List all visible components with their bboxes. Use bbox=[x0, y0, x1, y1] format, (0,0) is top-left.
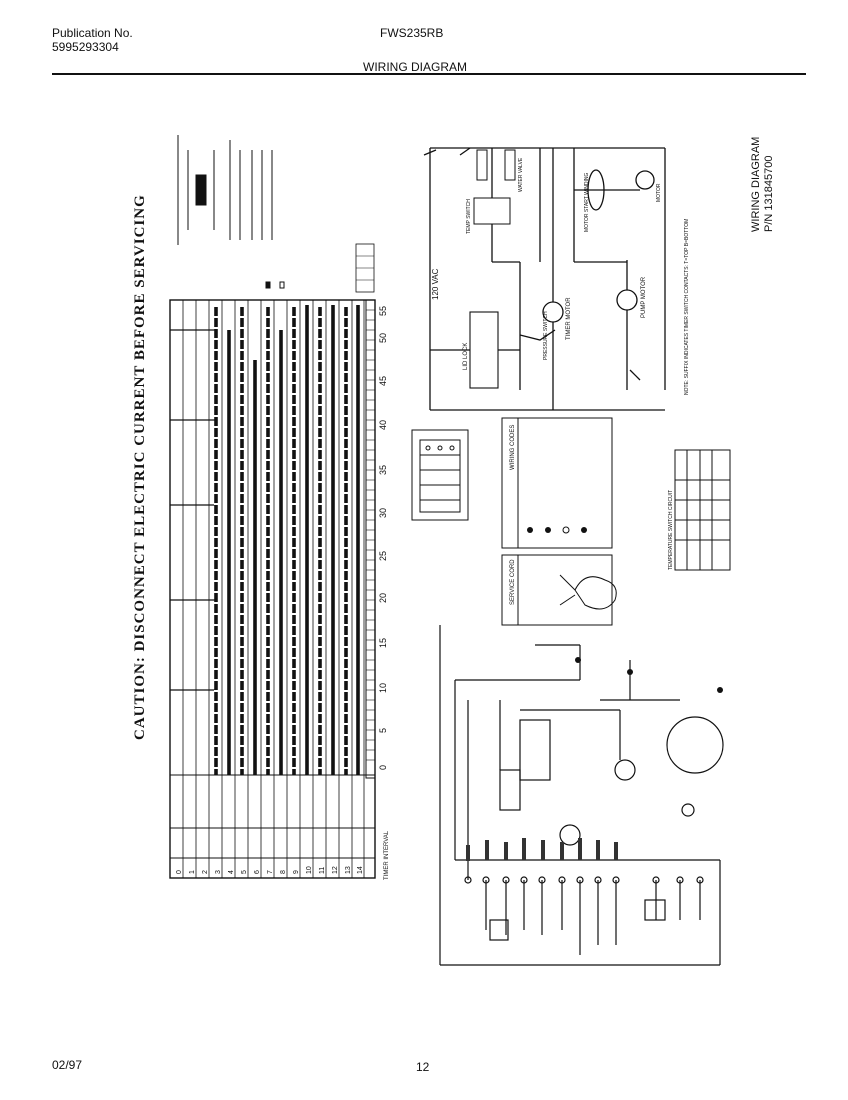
timer-chart bbox=[169, 299, 376, 879]
lid-lock-label: LID LOCK bbox=[463, 343, 469, 370]
timer-scale bbox=[365, 299, 376, 779]
row-num: 2 bbox=[202, 870, 209, 874]
timer-scale-numbers: 0 5 10 15 20 25 30 35 40 45 50 55 bbox=[378, 306, 388, 770]
connector-box bbox=[411, 429, 469, 521]
header-rule bbox=[52, 73, 806, 75]
row-num: 6 bbox=[254, 870, 261, 874]
timer-legend bbox=[265, 243, 375, 293]
temperature-table bbox=[674, 449, 731, 571]
scale-num: 15 bbox=[378, 638, 388, 648]
scale-num: 45 bbox=[378, 376, 388, 386]
scale-num: 10 bbox=[378, 683, 388, 693]
page-number: 12 bbox=[416, 1060, 430, 1074]
row-num: 10 bbox=[306, 866, 313, 874]
scale-num: 0 bbox=[378, 765, 388, 770]
row-num: 11 bbox=[319, 867, 326, 874]
row-num: 13 bbox=[345, 866, 352, 874]
service-cord-box bbox=[501, 554, 617, 626]
publication-label: Publication No. bbox=[52, 26, 133, 40]
scale-num: 55 bbox=[378, 306, 388, 316]
ladder-schematic bbox=[423, 147, 666, 411]
row-num: 0 bbox=[176, 870, 183, 874]
timer-row-numbers: 0 1 2 3 4 5 6 7 8 9 10 11 12 13 14 bbox=[176, 866, 364, 874]
row-num: 4 bbox=[228, 870, 235, 874]
footer-date: 02/97 bbox=[52, 1058, 83, 1072]
motor-label: MOTOR bbox=[656, 183, 662, 202]
pressure-switch-label: PRESSURE SWITCH bbox=[543, 311, 549, 360]
scale-num: 30 bbox=[378, 508, 388, 518]
scale-num: 35 bbox=[378, 465, 388, 475]
harness-wire-codes bbox=[466, 838, 618, 861]
scale-num: 50 bbox=[378, 333, 388, 343]
row-num: 12 bbox=[332, 866, 339, 874]
row-num: 3 bbox=[215, 870, 222, 874]
wiring-codes-box bbox=[501, 417, 613, 549]
schematic-note: NOTE: SUFFIX INDICATES TIMER SWITCH CONT… bbox=[684, 219, 690, 395]
timer-motor-label: TIMER MOTOR bbox=[566, 297, 572, 340]
supply-voltage-label: 120 VAC bbox=[431, 268, 440, 300]
timer-chart-footnote: TIMER INTERVAL bbox=[384, 830, 390, 880]
temperature-table-title: TEMPERATURE SWITCH CIRCUIT bbox=[668, 490, 674, 570]
scale-num: 40 bbox=[378, 420, 388, 430]
spray-detail bbox=[177, 135, 273, 245]
row-num: 5 bbox=[241, 870, 248, 874]
scale-num: 5 bbox=[378, 728, 388, 733]
section-title: WIRING DIAGRAM bbox=[363, 60, 467, 74]
scale-num: 20 bbox=[378, 593, 388, 603]
model-number: FWS235RB bbox=[380, 26, 444, 40]
publication-number: 5995293304 bbox=[52, 40, 119, 54]
wiring-codes-title: WIRING CODES bbox=[510, 425, 516, 470]
row-num: 7 bbox=[267, 870, 274, 874]
water-valve-label: WATER VALVE bbox=[518, 157, 524, 192]
service-cord-label: SERVICE CORD bbox=[510, 559, 516, 605]
motor-start-winding-label: MOTOR START WINDING bbox=[584, 173, 590, 232]
temp-switch-label: TEMP SWITCH bbox=[466, 199, 472, 234]
scale-num: 25 bbox=[378, 551, 388, 561]
pump-motor-label: PUMP MOTOR bbox=[641, 276, 647, 318]
row-num: 1 bbox=[189, 870, 196, 874]
timer-chart-rows bbox=[182, 300, 365, 878]
row-num: 8 bbox=[280, 870, 287, 874]
row-num: 9 bbox=[293, 870, 300, 874]
harness-diagram bbox=[439, 625, 724, 966]
row-num: 14 bbox=[357, 866, 364, 874]
